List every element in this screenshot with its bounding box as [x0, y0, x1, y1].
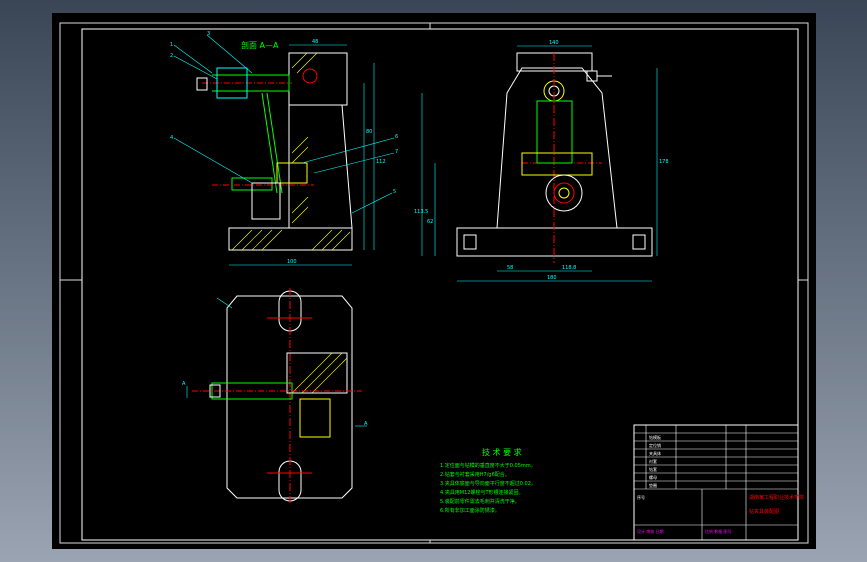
dim-side-height2: 113.5 — [414, 209, 428, 215]
top-base-outline — [226, 295, 353, 499]
tech-title: 技 术 要 求 — [482, 447, 522, 457]
part-label-3: 3 — [207, 31, 210, 37]
tb-footer-left: 设计 审核 日期 — [637, 528, 664, 534]
title-block-frame — [633, 424, 799, 541]
dim-side-base2: 118.8 — [562, 265, 576, 271]
dim-front-width: 100 — [287, 259, 297, 265]
clamp-bar — [521, 152, 593, 176]
tech-requirements: 技 术 要 求 1.定位面与钻模的垂直度不大于0.05mm。 2.钻套与衬套采用… — [440, 447, 536, 514]
tb-row-7: 垫圈 — [649, 482, 657, 488]
tech-line-3: 3.夹具体底面与导向面平行度不超过0.02。 — [440, 480, 536, 487]
tb-row-2: 定位销 — [649, 442, 661, 448]
inner-border — [81, 28, 799, 541]
tech-line-2: 2.钻套与衬套采用H7/g6配合。 — [440, 471, 510, 478]
part-label-4: 4 — [170, 135, 173, 141]
dim-front-height: 112 — [376, 159, 386, 165]
section-label: 剖面 A—A — [241, 40, 279, 50]
tb-drawing-name: 钻夹具装配图 — [749, 508, 779, 515]
tb-row-6: 螺母 — [649, 474, 657, 480]
dim-side-total: 180 — [547, 275, 557, 281]
tb-row-5: 钻套 — [649, 466, 657, 472]
tech-line-6: 6.所有非加工面涂防锈漆。 — [440, 507, 500, 514]
tb-footer-right: 比例 数量 图号 — [705, 528, 732, 534]
drawing-canvas[interactable]: 剖面 A—A — [52, 13, 816, 549]
outer-border — [59, 22, 809, 544]
side-support — [536, 100, 573, 164]
dim-side-top: 140 — [549, 40, 559, 46]
top-clamp — [299, 398, 331, 438]
top-column — [286, 352, 348, 394]
workpiece — [251, 182, 281, 220]
dim-front-top: 48 — [312, 39, 318, 45]
side-view: 140 180 178 113.5 62 58 118.8 — [414, 40, 669, 282]
workpiece-bore — [553, 182, 575, 204]
head-bore — [302, 68, 318, 84]
part-label-2: 2 — [170, 53, 173, 59]
tb-row-4: 衬套 — [649, 458, 657, 464]
tb-school: 湖南某工程职业技术学院 — [749, 494, 804, 501]
clamp-block — [276, 162, 308, 184]
part-label-5: 5 — [393, 189, 396, 195]
tb-row-1: 钻模板 — [649, 434, 661, 440]
title-block: 钻模板 定位销 夹具体 衬套 钻套 螺母 垫圈 序号 湖南某工程职业技术学院 钻… — [633, 424, 804, 541]
side-body — [496, 67, 618, 229]
dim-side-height3: 62 — [427, 219, 433, 225]
base-plate — [228, 227, 353, 251]
workpiece-circle — [545, 174, 583, 212]
part-label-7: 7 — [395, 149, 398, 155]
bushing-housing — [216, 67, 248, 99]
tech-line-5: 5.装配前零件需去毛刺并清洗干净。 — [440, 498, 520, 505]
tb-header: 序号 — [637, 494, 645, 500]
drill-plate-arm — [212, 74, 290, 92]
part-label-1: 1 — [170, 42, 173, 48]
tb-row-3: 夹具体 — [649, 450, 661, 456]
cut-label-a: A — [182, 381, 186, 387]
column-head — [288, 52, 348, 106]
part-label-6: 6 — [395, 134, 398, 140]
top-view: A A — [182, 288, 368, 503]
dim-side-base: 58 — [507, 265, 513, 271]
tech-line-1: 1.定位面与钻模的垂直度不大于0.05mm。 — [440, 462, 536, 469]
dim-front-height2: 80 — [366, 129, 372, 135]
bolt-head — [196, 77, 208, 91]
section-view-a-a: 剖面 A—A — [170, 31, 398, 266]
dim-side-height: 178 — [659, 159, 669, 165]
tech-line-4: 4.夹具用M12螺栓与T形槽连接紧固。 — [440, 489, 524, 496]
cut-label-b: A — [364, 421, 368, 427]
cad-drawing: 剖面 A—A — [59, 22, 809, 544]
support-bar — [261, 92, 278, 194]
column-body — [288, 104, 353, 229]
